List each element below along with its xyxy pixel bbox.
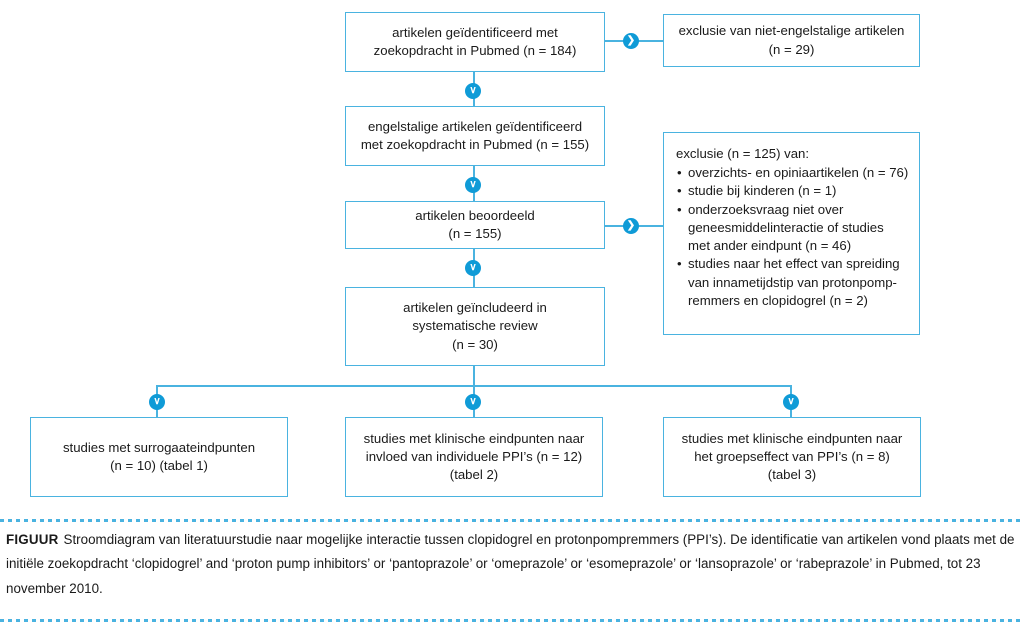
node-line: artikelen geïncludeerd in — [403, 300, 547, 316]
node-line: invloed van individuele PPI’s (n = 12) — [365, 448, 583, 464]
node-line: (n = 30) — [452, 336, 498, 352]
arrow-down-icon-1: ∨ — [465, 83, 481, 99]
caption-bottom-rule — [0, 619, 1024, 622]
list-item-line: studies naar het effect van spreiding — [688, 256, 900, 272]
caption-top-rule — [0, 519, 1024, 522]
node-line: (tabel 3) — [767, 467, 817, 483]
node-articles-included: artikelen geïncludeerd in systematische … — [345, 287, 605, 366]
node-articles-identified: artikelen geïdentificeerd met zoekopdrac… — [345, 12, 605, 72]
node-line: studies met klinische eindpunten naar — [363, 430, 585, 446]
node-outcome-surrogate-endpoints: studies met surrogaateindpunten (n = 10)… — [30, 417, 288, 497]
node-line: (n = 155) — [448, 226, 502, 241]
node-articles-assessed: artikelen beoordeeld (n = 155) — [345, 201, 605, 249]
node-line: exclusie van niet-engelstalige artikelen — [678, 23, 905, 39]
arrow-right-icon-2: ❯ — [623, 218, 639, 234]
node-excluded-non-english: exclusie van niet-engelstalige artikelen… — [663, 14, 920, 67]
caption-text: Stroomdiagram van literatuurstudie naar … — [6, 532, 1015, 596]
exclusion-heading: exclusie (n = 125) van: — [676, 146, 810, 161]
caption-label: FIGUUR — [6, 532, 59, 547]
node-line: engelstalige artikelen geïdentificeerd — [367, 118, 583, 134]
list-item: studies naar het effect van spreiding va… — [676, 255, 908, 310]
list-item-line: geneesmiddelinteractie of studies — [688, 219, 884, 235]
connector-included-to-bus — [473, 366, 475, 386]
list-item-line: remmers en clopidogrel (n = 2) — [688, 292, 868, 308]
node-outcome-individual-ppi: studies met klinische eindpunten naar in… — [345, 417, 603, 497]
node-line: systematische review — [412, 318, 538, 334]
list-item: overzichts- en opiniaartikelen (n = 76) — [676, 164, 908, 182]
node-line: met zoekopdracht in Pubmed (n = 155) — [360, 137, 590, 152]
list-item: studie bij kinderen (n = 1) — [676, 182, 908, 200]
node-line: artikelen beoordeeld — [415, 207, 535, 223]
list-item: onderzoeksvraag niet over geneesmiddelin… — [676, 201, 908, 256]
arrow-down-icon-4: ∨ — [149, 394, 165, 410]
arrow-down-icon-5: ∨ — [465, 394, 481, 410]
node-line: studies met surrogaateindpunten — [62, 439, 256, 455]
exclusion-list: overzichts- en opiniaartikelen (n = 76) … — [676, 164, 908, 310]
node-line: artikelen geïdentificeerd met — [392, 24, 558, 40]
arrow-down-icon-6: ∨ — [783, 394, 799, 410]
node-exclusion-reasons: exclusie (n = 125) van: overzichts- en o… — [663, 132, 920, 335]
list-item-line: overzichts- en opiniaartikelen (n = 76) — [688, 165, 909, 181]
node-line: (n = 10) (tabel 1) — [110, 458, 208, 473]
node-line: (n = 29) — [768, 41, 815, 57]
list-item-line: studie bij kinderen (n = 1) — [688, 183, 837, 199]
node-line: studies met klinische eindpunten naar — [681, 430, 903, 446]
list-item-line: van innametijdstip van protonpomp- — [688, 274, 897, 290]
arrow-right-icon-1: ❯ — [623, 33, 639, 49]
node-line: (tabel 2) — [449, 467, 499, 483]
node-line: het groepseffect van PPI’s (n = 8) — [694, 448, 890, 464]
node-english-articles-identified: engelstalige artikelen geïdentificeerd m… — [345, 106, 605, 166]
node-line: zoekopdracht in Pubmed (n = 184) — [373, 43, 577, 58]
arrow-down-icon-2: ∨ — [465, 177, 481, 193]
node-outcome-group-ppi: studies met klinische eindpunten naar he… — [663, 417, 921, 497]
arrow-down-icon-3: ∨ — [465, 260, 481, 276]
list-item-line: met ander eindpunt (n = 46) — [688, 238, 852, 254]
list-item-line: onderzoeksvraag niet over — [688, 201, 844, 217]
